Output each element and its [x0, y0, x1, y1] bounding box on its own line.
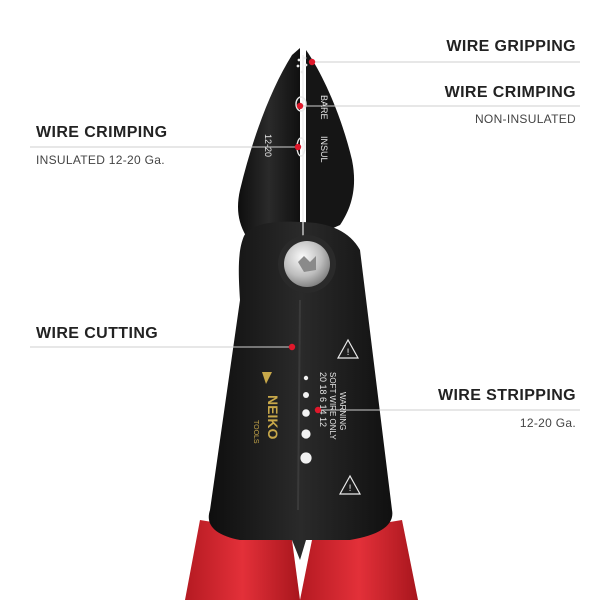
callout-markers [288, 58, 322, 414]
marking-bare: BARE [319, 95, 329, 120]
callout-wire-crimping-right-subtitle: NON-INSULATED [474, 112, 576, 126]
callout-wire-crimping-left-title: WIRE CRIMPING [36, 124, 168, 141]
marking-crimp-range: 12-20 [263, 134, 273, 157]
callout-wire-crimping-right-title: WIRE CRIMPING [444, 84, 576, 101]
warning-triangle-top: ! [336, 338, 360, 359]
svg-text:!: ! [348, 484, 352, 494]
stripping-holes [300, 375, 312, 464]
callout-lines [30, 61, 580, 411]
right-jaw [306, 50, 355, 240]
marker-crimping-insul [294, 143, 302, 151]
marking-insul: INSUL [319, 136, 329, 163]
marker-gripping [308, 58, 316, 66]
marking-gauges: 20 18 6 14 12 [318, 372, 328, 427]
cutting-slot [297, 299, 301, 511]
gripping-teeth [296, 56, 308, 74]
callout-wire-crimping-left-subtitle: INSULATED 12-20 Ga. [36, 153, 165, 167]
marker-stripping [314, 406, 322, 414]
brand-logo-sub: TOOLS [252, 420, 259, 444]
callout-wire-stripping-subtitle: 12-20 Ga. [519, 416, 576, 430]
callout-wire-cutting-title: WIRE CUTTING [36, 325, 159, 342]
marking-soft-wire: SOFT WIRE ONLY [328, 372, 337, 440]
callout-wire-gripping-title: WIRE GRIPPING [446, 38, 576, 55]
crimp-notch-bare [295, 96, 307, 112]
marker-crimping-bare [296, 102, 304, 110]
brand-logo-text: NEIKO [265, 395, 281, 439]
tool-body [208, 221, 393, 560]
marker-cutting [288, 343, 296, 351]
warning-triangle-bottom: ! [338, 474, 362, 495]
brand-logo-icon [262, 372, 272, 384]
callout-wire-stripping-title: WIRE STRIPPING [437, 387, 576, 404]
svg-text:!: ! [346, 348, 350, 358]
pivot-star [298, 256, 316, 272]
marking-warning: WARNING [338, 392, 347, 430]
